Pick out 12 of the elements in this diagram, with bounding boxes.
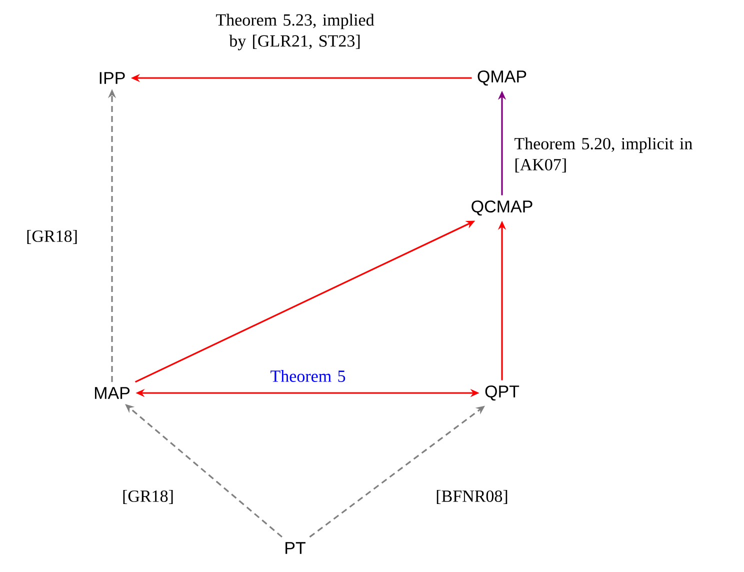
edge-label: Theorem 5.23, implied by [GLR21, ST23] [216,14,374,50]
edge-label: [GR18] [27,230,77,244]
node-label: MAP [94,387,130,399]
edge-label: [BFNR08] [436,490,508,504]
node-label: PT [286,542,306,554]
node-label: QMAP [478,70,526,86]
edge-label: Theorem 5 [270,370,346,382]
node-label: IPP [100,72,125,84]
node-label: QCMAP [472,200,532,216]
edge-label: Theorem 5.20, implicit in [AK07] [514,137,692,173]
node-label: QPT [485,385,520,401]
edge-label: [GR18] [123,490,173,504]
